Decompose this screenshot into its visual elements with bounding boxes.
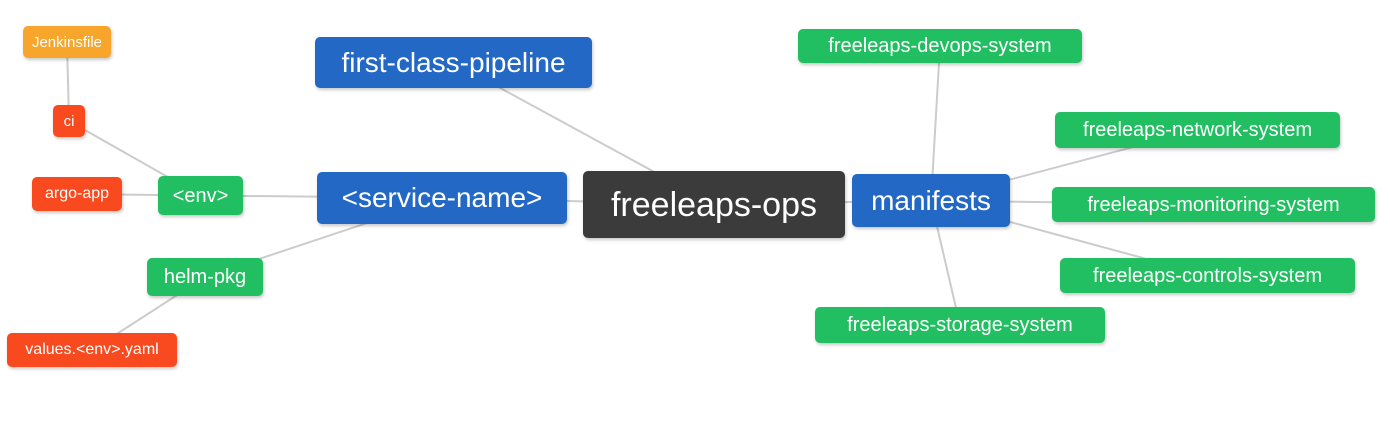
mindmap-node-label: <env> <box>172 184 229 207</box>
node-jenkinsfile[interactable]: Jenkinsfile <box>23 26 111 58</box>
mindmap-node-label: manifests <box>871 184 991 216</box>
mindmap-node-label: Jenkinsfile <box>31 33 103 51</box>
mindmap-node-label: freeleaps-network-system <box>1083 119 1312 141</box>
mindmap-node-label: freeleaps-monitoring-system <box>1087 193 1340 216</box>
node-ci[interactable]: ci <box>53 105 85 137</box>
node-service-name[interactable]: <service-name> <box>317 172 567 224</box>
node-freeleaps-devops-system[interactable]: freeleaps-devops-system <box>798 29 1082 63</box>
mindmap-node-label: <service-name> <box>341 182 543 213</box>
mindmap-node-label: freeleaps-ops <box>610 185 817 224</box>
mindmap-node-label: freeleaps-storage-system <box>847 314 1073 336</box>
mindmap-node-label: ci <box>63 112 75 130</box>
mindmap-node-label: argo-app <box>44 185 110 202</box>
node-freeleaps-storage-system[interactable]: freeleaps-storage-system <box>815 307 1105 343</box>
node-values-env-yaml[interactable]: values.<env>.yaml <box>7 333 177 367</box>
mindmap-node-label: freeleaps-devops-system <box>828 35 1052 57</box>
node-freeleaps-ops[interactable]: freeleaps-ops <box>583 171 845 238</box>
node-freeleaps-controls-system[interactable]: freeleaps-controls-system <box>1060 258 1355 293</box>
node-first-class-pipeline[interactable]: first-class-pipeline <box>315 37 592 88</box>
node-env[interactable]: <env> <box>158 176 243 215</box>
node-argo-app[interactable]: argo-app <box>32 177 122 211</box>
mindmap-node-label: helm-pkg <box>163 266 247 288</box>
node-helm-pkg[interactable]: helm-pkg <box>147 258 263 296</box>
mindmap-node-label: freeleaps-controls-system <box>1093 264 1322 287</box>
mindmap-node-label: first-class-pipeline <box>341 46 566 78</box>
node-manifests[interactable]: manifests <box>852 174 1010 227</box>
mindmap-node-label: values.<env>.yaml <box>25 341 159 358</box>
node-freeleaps-network-system[interactable]: freeleaps-network-system <box>1055 112 1340 148</box>
node-freeleaps-monitoring-system[interactable]: freeleaps-monitoring-system <box>1052 187 1375 222</box>
